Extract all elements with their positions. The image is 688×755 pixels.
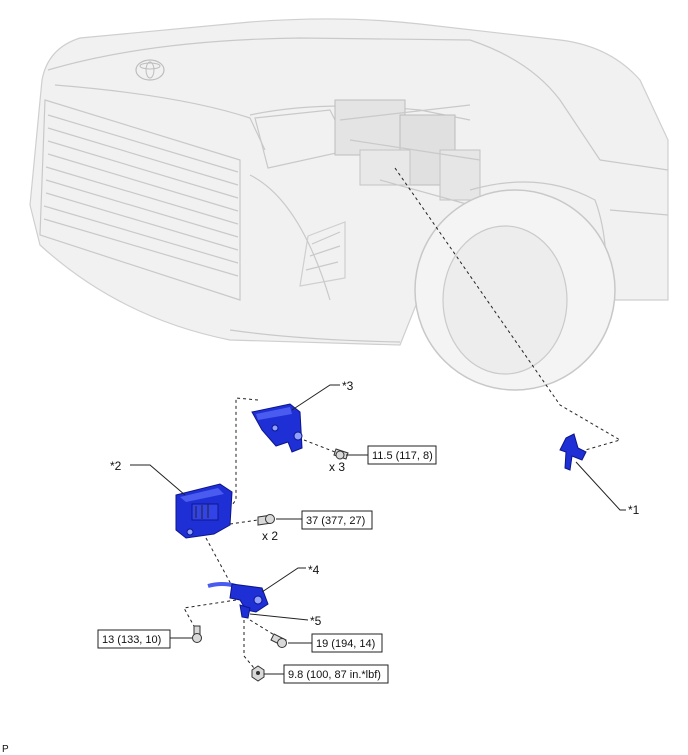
part-3-bracket xyxy=(251,403,303,453)
leader-line-4 xyxy=(261,567,306,593)
torque-value-2: 37 (377, 27) xyxy=(306,515,365,527)
leader-line-5 xyxy=(249,613,309,621)
leader-line-3 xyxy=(291,384,340,411)
callout-1: *1 xyxy=(628,503,640,517)
front-tire xyxy=(414,189,616,391)
torque-box-3: 13 (133, 10) xyxy=(97,629,171,649)
torque-value-5: 9.8 (100, 87 in.*lbf) xyxy=(288,669,381,681)
nut-9-8-dash xyxy=(243,620,255,669)
figure-code: P xyxy=(2,744,9,755)
torque-box-5: 9.8 (100, 87 in.*lbf) xyxy=(283,664,389,684)
torque-box-4: 19 (194, 14) xyxy=(311,633,383,653)
torque-box-1: 11.5 (117, 8) xyxy=(367,445,437,465)
part-link-3-2 xyxy=(227,397,259,511)
bolt-icon xyxy=(270,633,287,648)
quantity-x2: x 2 xyxy=(262,529,278,543)
leader-line-2 xyxy=(130,464,186,496)
part-1-small-component xyxy=(559,433,587,471)
bolt-3-dash xyxy=(303,439,336,453)
callout-4: *4 xyxy=(308,563,320,577)
torque-box-2: 37 (377, 27) xyxy=(301,510,373,530)
vehicle-front-illustration xyxy=(29,18,669,391)
callout-5: *5 xyxy=(310,614,322,628)
torque-value-3: 13 (133, 10) xyxy=(102,634,161,646)
grille-bars xyxy=(43,114,239,277)
bolt-2-dash xyxy=(229,519,259,525)
torque-value-4: 19 (194, 14) xyxy=(316,638,375,650)
callout-3: *3 xyxy=(342,379,354,393)
bolt-13-dash xyxy=(183,599,237,627)
quantity-x3: x 3 xyxy=(329,460,345,474)
part-link-2-4 xyxy=(205,537,233,587)
brand-emblem-icon xyxy=(135,59,165,81)
callout-2: *2 xyxy=(110,459,122,473)
bolt-icon xyxy=(333,448,349,460)
engine-bay-components xyxy=(334,99,481,206)
part-2-main-unit xyxy=(175,483,233,539)
leader-line-1 xyxy=(575,461,626,511)
bolt-icon xyxy=(192,625,202,643)
locator-line xyxy=(394,167,622,456)
part-4-lower-bracket xyxy=(207,582,269,619)
bolt-icon xyxy=(257,514,275,526)
bolt-19-dash xyxy=(249,619,277,637)
nut-icon xyxy=(251,665,265,682)
torque-value-1: 11.5 (117, 8) xyxy=(372,450,433,462)
